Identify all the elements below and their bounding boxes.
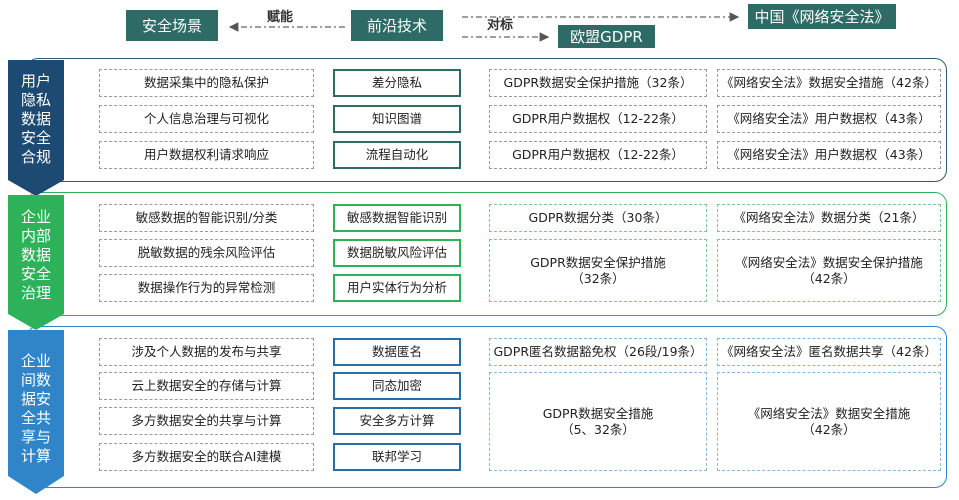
scenario-cell: 敏感数据的智能识别/分类: [99, 204, 314, 232]
cn-law-cell: 《网络安全法》匿名数据共享（42条）: [717, 338, 941, 366]
scenario-cell: 数据操作行为的异常检测: [99, 274, 314, 302]
cn-law-cell: 《网络安全法》数据分类（21条）: [717, 204, 941, 232]
gdpr-cell: GDPR匿名数据豁免权（26段/19条）: [489, 338, 707, 366]
tech-cell: 同态加密: [333, 372, 461, 400]
side-banner-user-privacy: [8, 60, 64, 196]
side-banner-enterprise-sharing: [8, 330, 64, 494]
gdpr-cell: GDPR用户数据权（12-22条）: [489, 141, 707, 169]
side-label-enterprise-sharing: 企业 间数 据安 全共 享与 计算: [20, 352, 51, 465]
gdpr-cell: GDPR数据分类（30条）: [489, 204, 707, 232]
cn-law-cell: 《网络安全法》用户数据权（43条）: [717, 105, 941, 133]
tech-cell: 数据脱敏风险评估: [333, 239, 461, 267]
gdpr-cell: GDPR用户数据权（12-22条）: [489, 105, 707, 133]
gdpr-cell: GDPR数据安全保护措施（32条）: [489, 69, 707, 97]
tech-cell: 安全多方计算: [333, 407, 461, 435]
cn-law-cell: 《网络安全法》数据安全措施 （42条）: [717, 372, 941, 471]
tech-cell: 流程自动化: [333, 141, 461, 169]
china-law-header: 中国《网络安全法》: [748, 4, 896, 29]
tech-cell: 用户实体行为分析: [333, 274, 461, 302]
scenario-cell: 个人信息治理与可视化: [99, 105, 314, 133]
side-banners: [8, 60, 64, 494]
scenario-cell: 数据采集中的隐私保护: [99, 69, 314, 97]
gdpr-cell: GDPR数据安全保护措施 （32条）: [489, 239, 707, 302]
side-banner-enterprise-internal: [8, 195, 64, 330]
benchmark-label: 对标: [487, 18, 514, 33]
scenario-cell: 脱敏数据的残余风险评估: [99, 239, 314, 267]
cn-law-cell: 《网络安全法》数据安全措施（42条）: [717, 69, 941, 97]
security-scenario-header: 安全场景: [126, 10, 218, 41]
tech-cell: 差分隐私: [333, 69, 461, 97]
cn-law-cell: 《网络安全法》数据安全保护措施 （42条）: [717, 239, 941, 302]
side-label-enterprise-internal: 企业 内部 数据 安全 治理: [20, 208, 51, 302]
top-arrows: [228, 12, 740, 42]
tech-cell: 联邦学习: [333, 443, 461, 471]
scenario-cell: 用户数据权利请求响应: [99, 141, 314, 169]
side-label-user-privacy: 用户 隐私 数据 安全 合规: [20, 72, 51, 166]
scenario-cell: 涉及个人数据的发布与共享: [99, 338, 314, 366]
gdpr-cell: GDPR数据安全措施 （5、32条）: [489, 372, 707, 471]
frontier-tech-header: 前沿技术: [351, 10, 443, 41]
scenario-cell: 多方数据安全的共享与计算: [99, 407, 314, 435]
scenario-cell: 云上数据安全的存储与计算: [99, 372, 314, 400]
tech-cell: 敏感数据智能识别: [333, 204, 461, 232]
empower-label: 赋能: [267, 10, 294, 25]
tech-cell: 数据匿名: [333, 338, 461, 366]
cn-law-cell: 《网络安全法》用户数据权（43条）: [717, 141, 941, 169]
eu-gdpr-header: 欧盟GDPR: [558, 25, 655, 48]
tech-cell: 知识图谱: [333, 105, 461, 133]
scenario-cell: 多方数据安全的联合AI建模: [99, 443, 314, 471]
